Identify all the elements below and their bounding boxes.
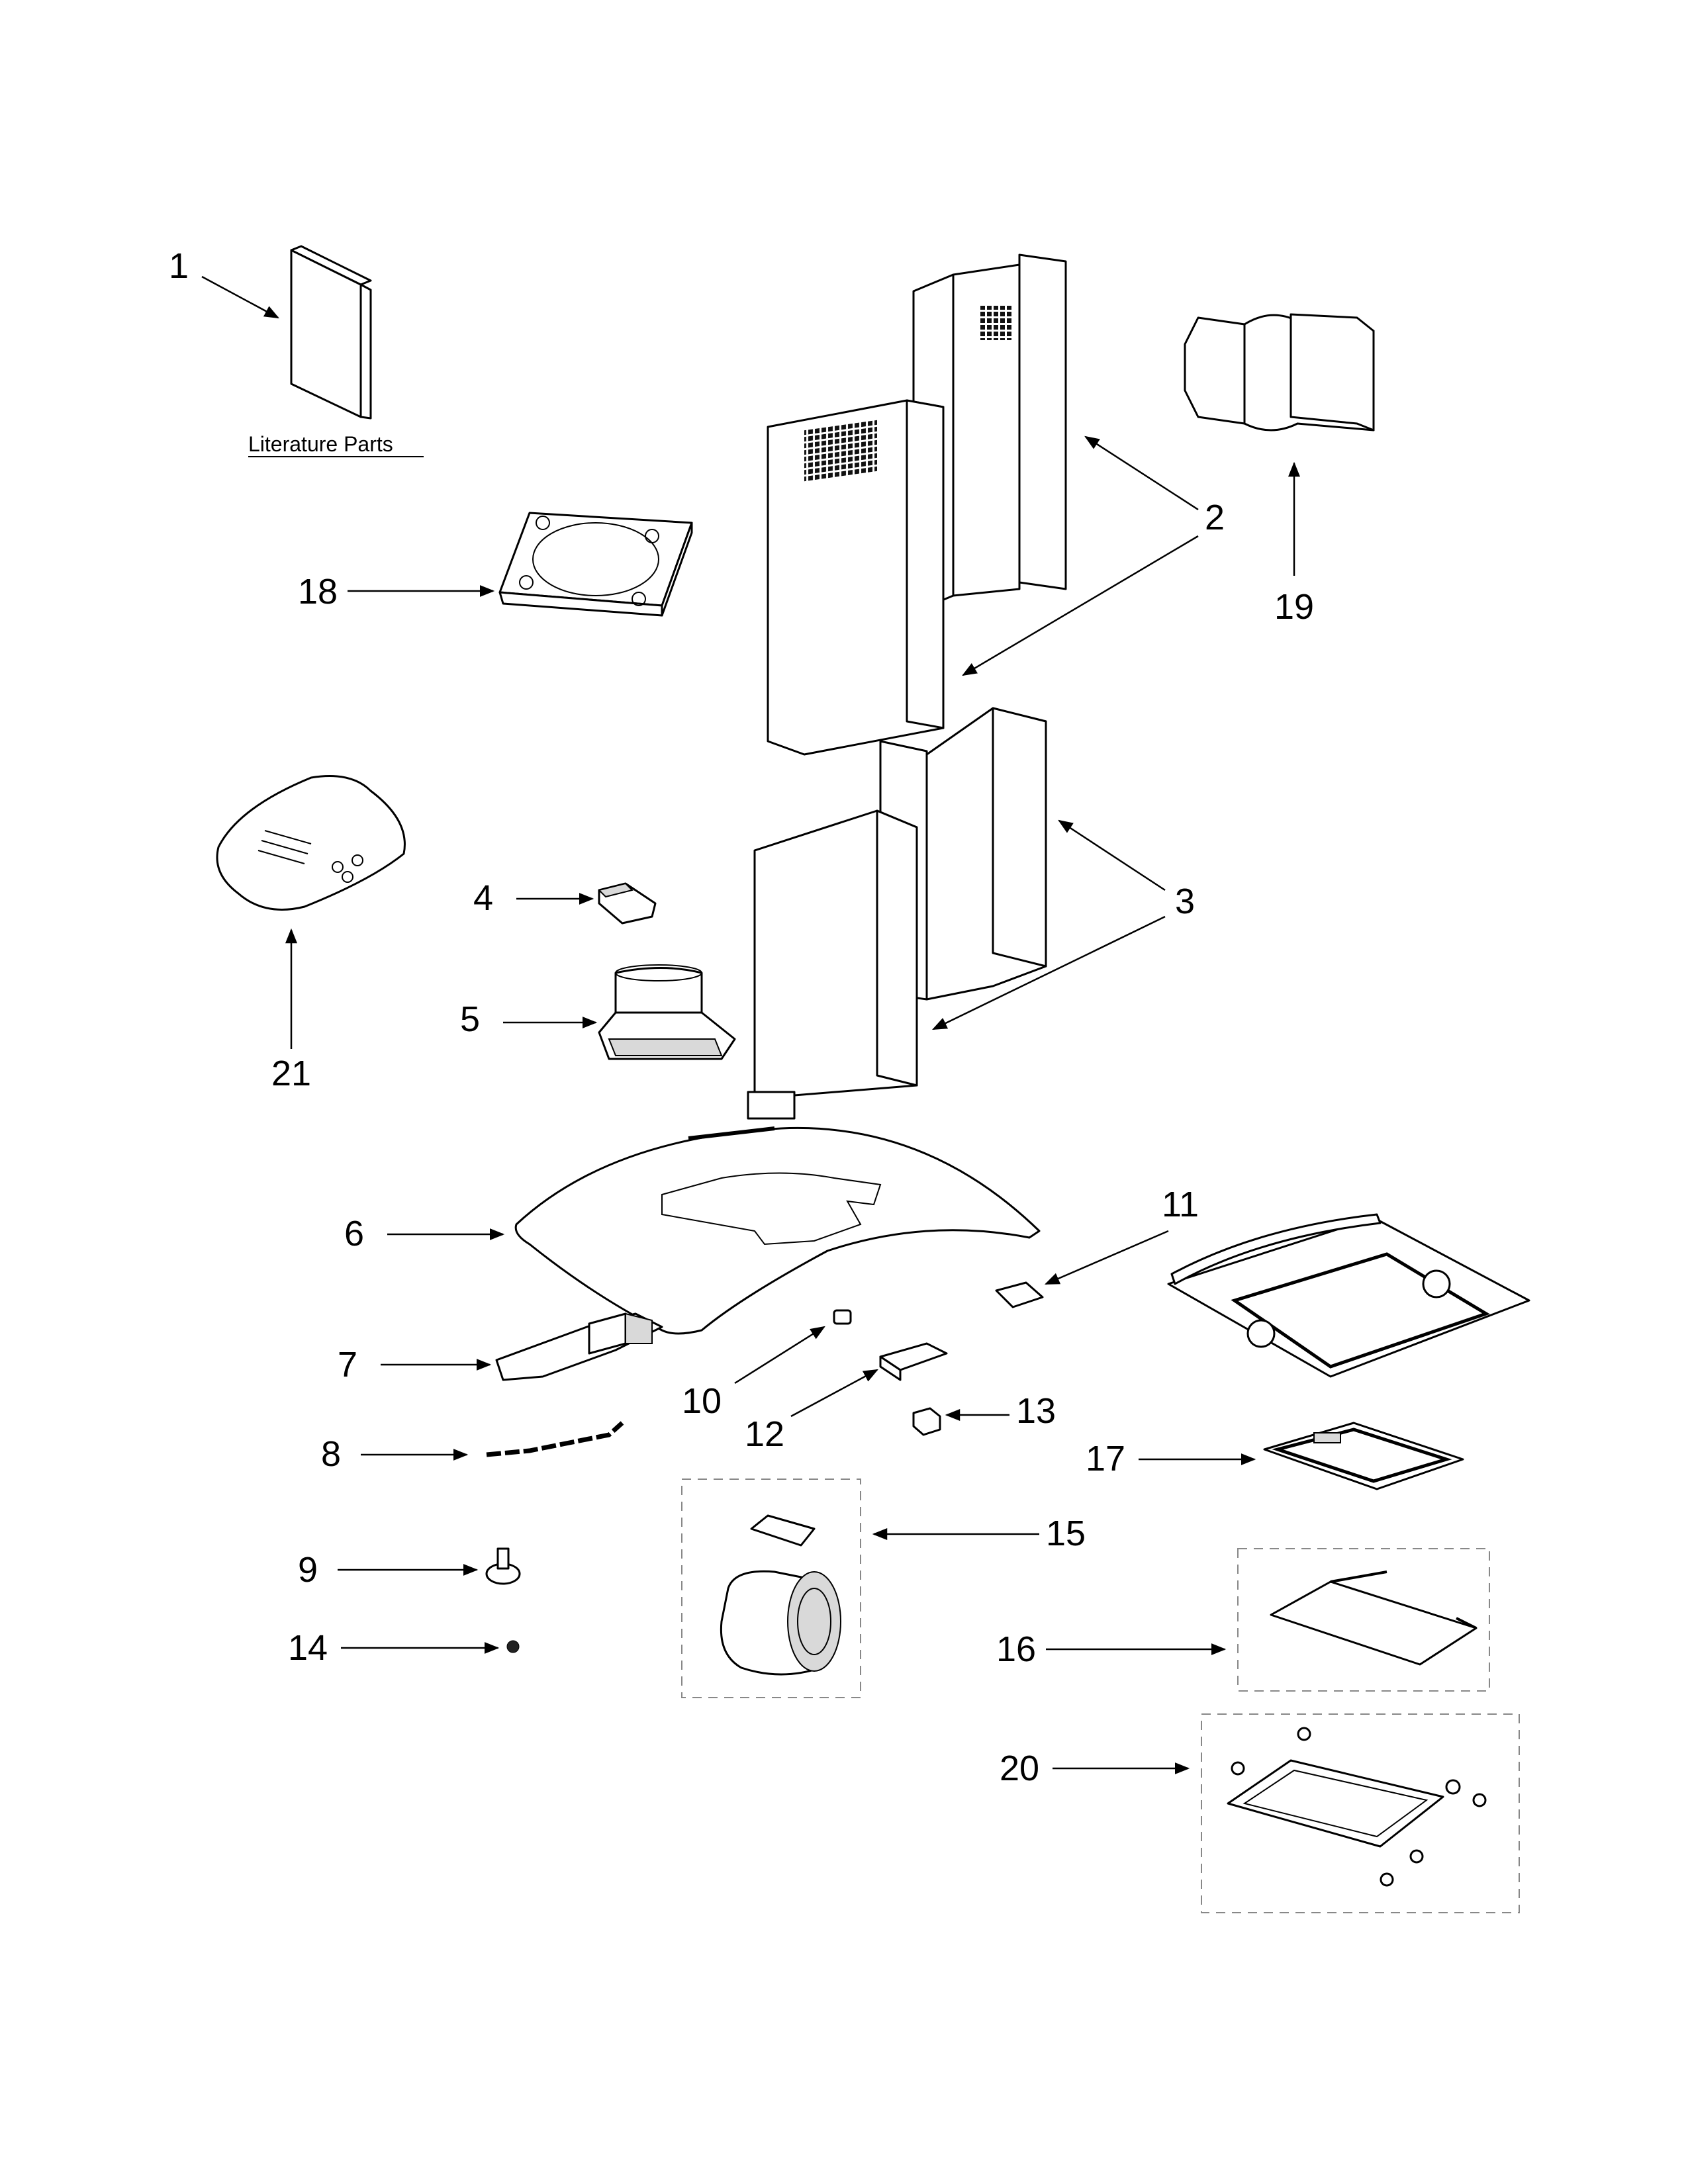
callout-14: 14 <box>288 1628 328 1668</box>
part-17-grease-filter <box>1263 1422 1464 1490</box>
callout-6: 6 <box>344 1214 364 1253</box>
callout-20: 20 <box>1000 1749 1039 1788</box>
callout-5: 5 <box>460 999 480 1039</box>
callout-2: 2 <box>1205 498 1225 537</box>
callout-4: 4 <box>473 878 493 918</box>
callout-15: 15 <box>1046 1514 1086 1553</box>
part-6-glass-canopy <box>514 1126 1041 1335</box>
callout-10: 10 <box>682 1381 722 1421</box>
vent-grille <box>978 306 1013 340</box>
part-20-light-frame <box>1201 1713 1520 1913</box>
leader-11 <box>1044 1230 1169 1285</box>
part-16-filter <box>1237 1548 1490 1692</box>
leader-12 <box>790 1369 878 1418</box>
part-4-bracket <box>598 882 657 925</box>
part-7-control-housing <box>495 1312 663 1381</box>
callout-9: 9 <box>298 1550 318 1590</box>
leader-3b <box>931 915 1166 1030</box>
part-8-wire-harness <box>486 1421 624 1457</box>
callout-21: 21 <box>271 1054 311 1093</box>
part-2-upper-duct-cover <box>767 253 1067 756</box>
part-18-mounting-plate <box>498 512 693 617</box>
leader-2b <box>962 535 1199 676</box>
part-13-relay <box>912 1407 941 1436</box>
callout-3: 3 <box>1175 882 1195 921</box>
leader-3a <box>1058 819 1166 891</box>
callout-18: 18 <box>298 572 338 612</box>
part-5-damper <box>598 964 736 1060</box>
part-21-instruction-pack <box>216 775 406 911</box>
callout-19: 19 <box>1274 587 1314 627</box>
part-10-switch <box>833 1309 852 1325</box>
callout-7: 7 <box>338 1345 357 1385</box>
part-3-lower-duct-cover <box>747 707 1047 1120</box>
literature-parts-label: Literature Parts <box>248 432 393 456</box>
part-19-duct-adapter <box>1184 313 1375 432</box>
part-15-blower <box>681 1479 861 1698</box>
part-11-control-board <box>995 1281 1044 1308</box>
callout-1: 1 <box>169 246 189 286</box>
part-1-literature <box>290 245 372 420</box>
leader-2a <box>1084 435 1199 511</box>
leader-10 <box>734 1326 825 1385</box>
callout-16: 16 <box>996 1629 1036 1669</box>
callout-17: 17 <box>1086 1439 1125 1479</box>
callout-13: 13 <box>1016 1391 1056 1431</box>
part-14-plug <box>506 1640 520 1653</box>
assembled-hood-reference <box>1167 1213 1530 1378</box>
callout-8: 8 <box>321 1434 341 1474</box>
callout-12: 12 <box>745 1414 784 1454</box>
callout-11: 11 <box>1162 1185 1199 1224</box>
part-12-switch-block <box>879 1342 948 1381</box>
part-9-knob <box>485 1547 521 1585</box>
leader-1 <box>201 275 279 319</box>
vent-grille-front <box>804 419 877 483</box>
